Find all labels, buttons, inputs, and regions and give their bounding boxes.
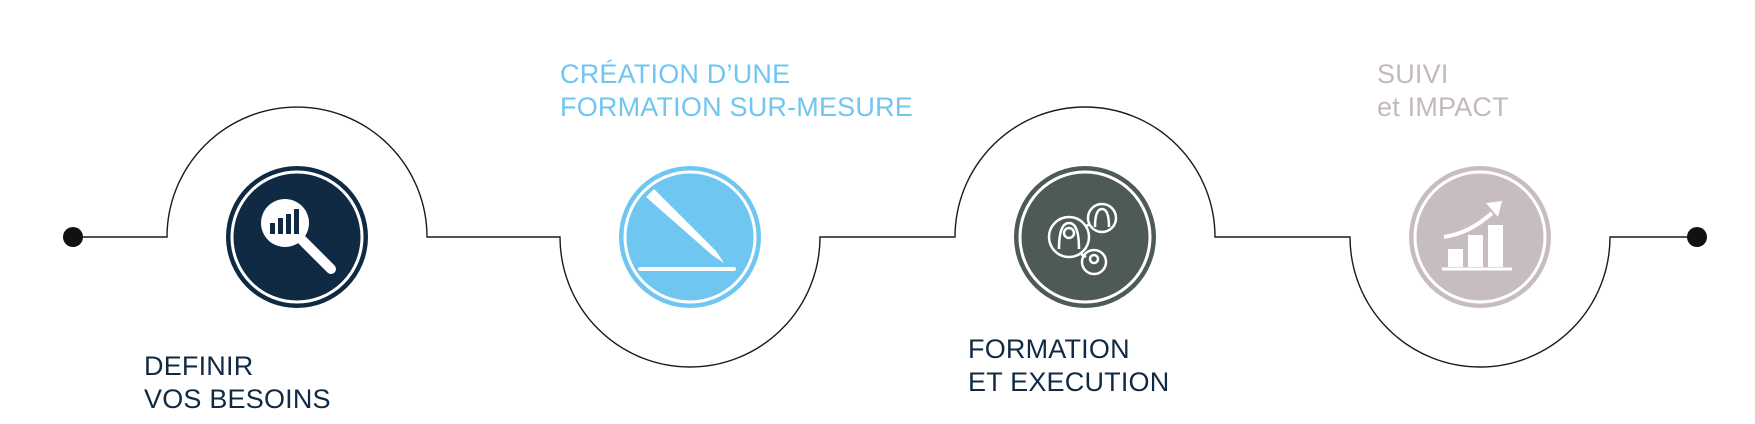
step-1-title-line2: VOS BESOINS: [144, 384, 331, 414]
step-1-label: DEFINIR VOS BESOINS: [144, 350, 331, 416]
step-2-title-line1: CRÉATION D’UNE: [560, 59, 791, 89]
step-3-badge: [1014, 166, 1156, 308]
step-2-circle: [619, 166, 761, 308]
step-2-title-line2: FORMATION SUR-MESURE: [560, 92, 913, 122]
step-3-label: FORMATION ET EXECUTION: [968, 333, 1169, 399]
step-2-label: CRÉATION D’UNE FORMATION SUR-MESURE: [560, 58, 913, 124]
step-3-title-line2: ET EXECUTION: [968, 367, 1170, 397]
network-people-icon: [1047, 202, 1118, 276]
step-1-badge: [226, 166, 368, 308]
growth-chart-icon: [1442, 201, 1512, 271]
timeline-end-dot: [1687, 227, 1707, 247]
step-4-title-line1: SUIVI: [1377, 59, 1449, 89]
step-3-circle: [1014, 166, 1156, 308]
step-4-badge: [1409, 166, 1551, 308]
step-4-label: SUIVI et IMPACT: [1377, 58, 1509, 124]
step-3-title-line1: FORMATION: [968, 334, 1130, 364]
timeline-start-dot: [63, 227, 83, 247]
step-4-title-line2: et IMPACT: [1377, 92, 1509, 122]
magnifier-bar-chart-icon: [261, 199, 336, 274]
step-2-badge: [619, 166, 761, 308]
timeline-line: [73, 106, 1697, 368]
step-1-title-line1: DEFINIR: [144, 351, 254, 381]
pen-writing-icon: [638, 189, 736, 271]
